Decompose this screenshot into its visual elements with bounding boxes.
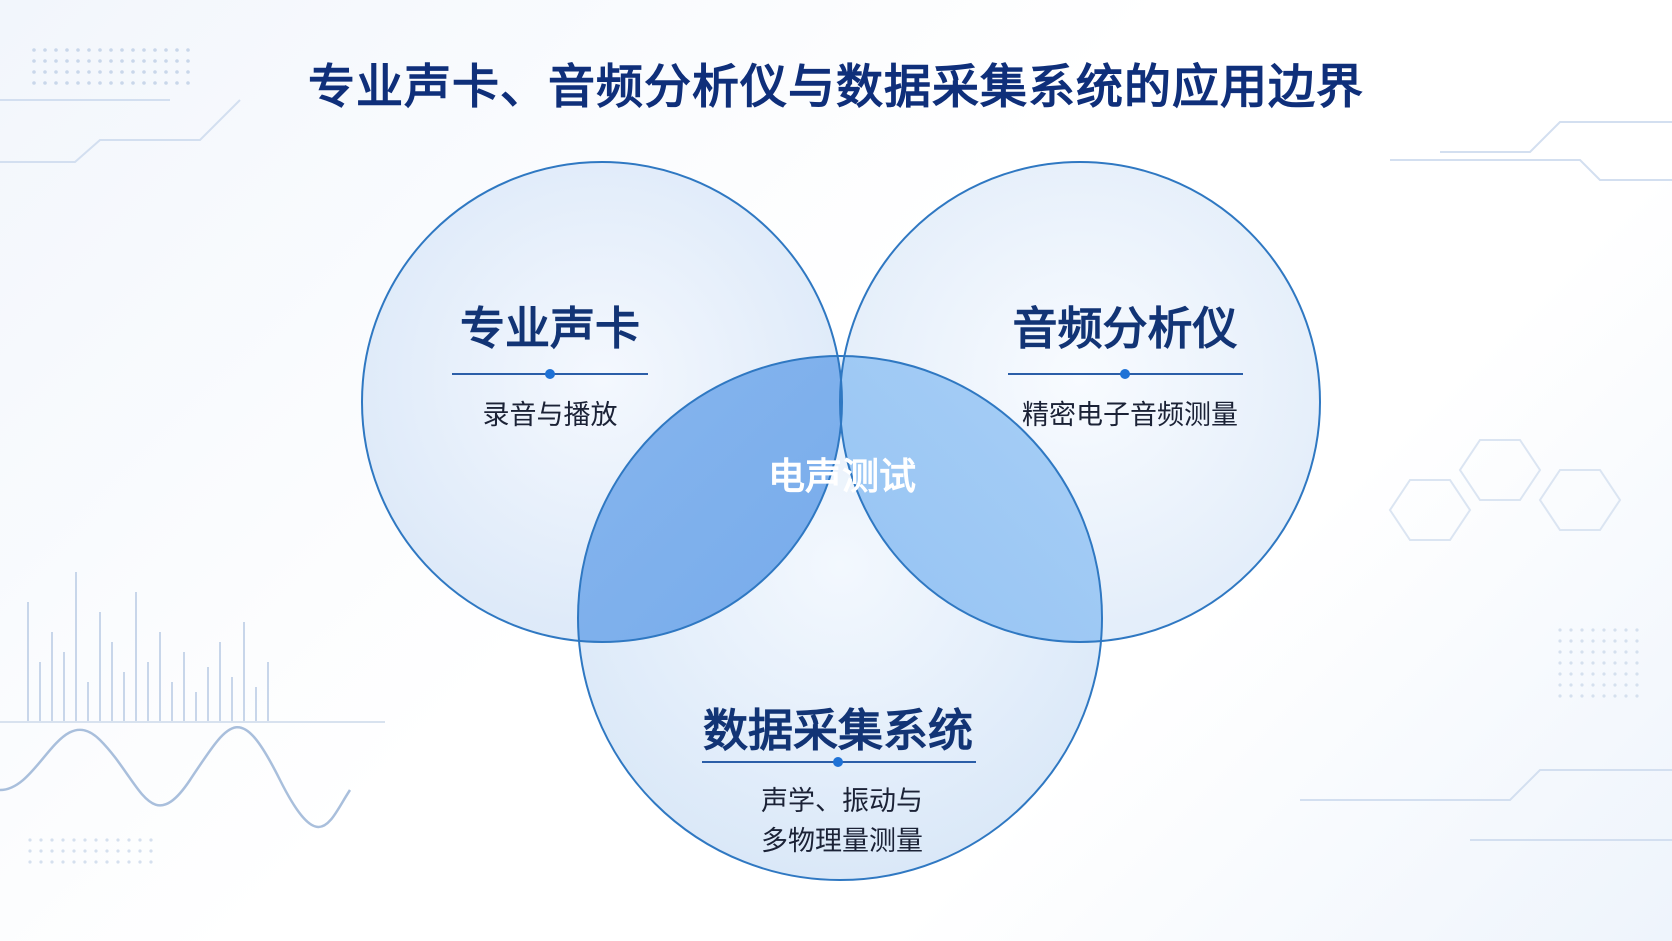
heading-audio-analyzer: 音频分析仪 [1012, 302, 1238, 355]
description-daq-line1: 声学、振动与 [761, 786, 923, 817]
circuit-lines [0, 99, 1672, 841]
dot-grid-right [1558, 628, 1639, 698]
divider-sound-card [452, 369, 648, 379]
heading-daq-system: 数据采集系统 [702, 704, 974, 757]
heading-sound-card: 专业声卡 [459, 302, 641, 355]
description-daq-line2: 多物理量测量 [761, 826, 923, 857]
divider-audio-analyzer [1008, 369, 1243, 379]
description-sound-card: 录音与播放 [482, 400, 618, 431]
page-title: 专业声卡、音频分析仪与数据采集系统的应用边界 [308, 60, 1364, 115]
intersection-label: 电声测试 [768, 455, 916, 498]
overlap-analyzer-daq [840, 356, 1102, 642]
divider-daq-system [702, 757, 976, 767]
dot-grid-bottom-left [28, 838, 153, 864]
description-audio-analyzer: 精密电子音频测量 [1022, 400, 1238, 431]
spectrum-bars [27, 572, 269, 722]
hexagon-decoration [1388, 439, 1622, 541]
sine-wave [0, 726, 352, 829]
dot-grid-top-left [32, 48, 190, 85]
